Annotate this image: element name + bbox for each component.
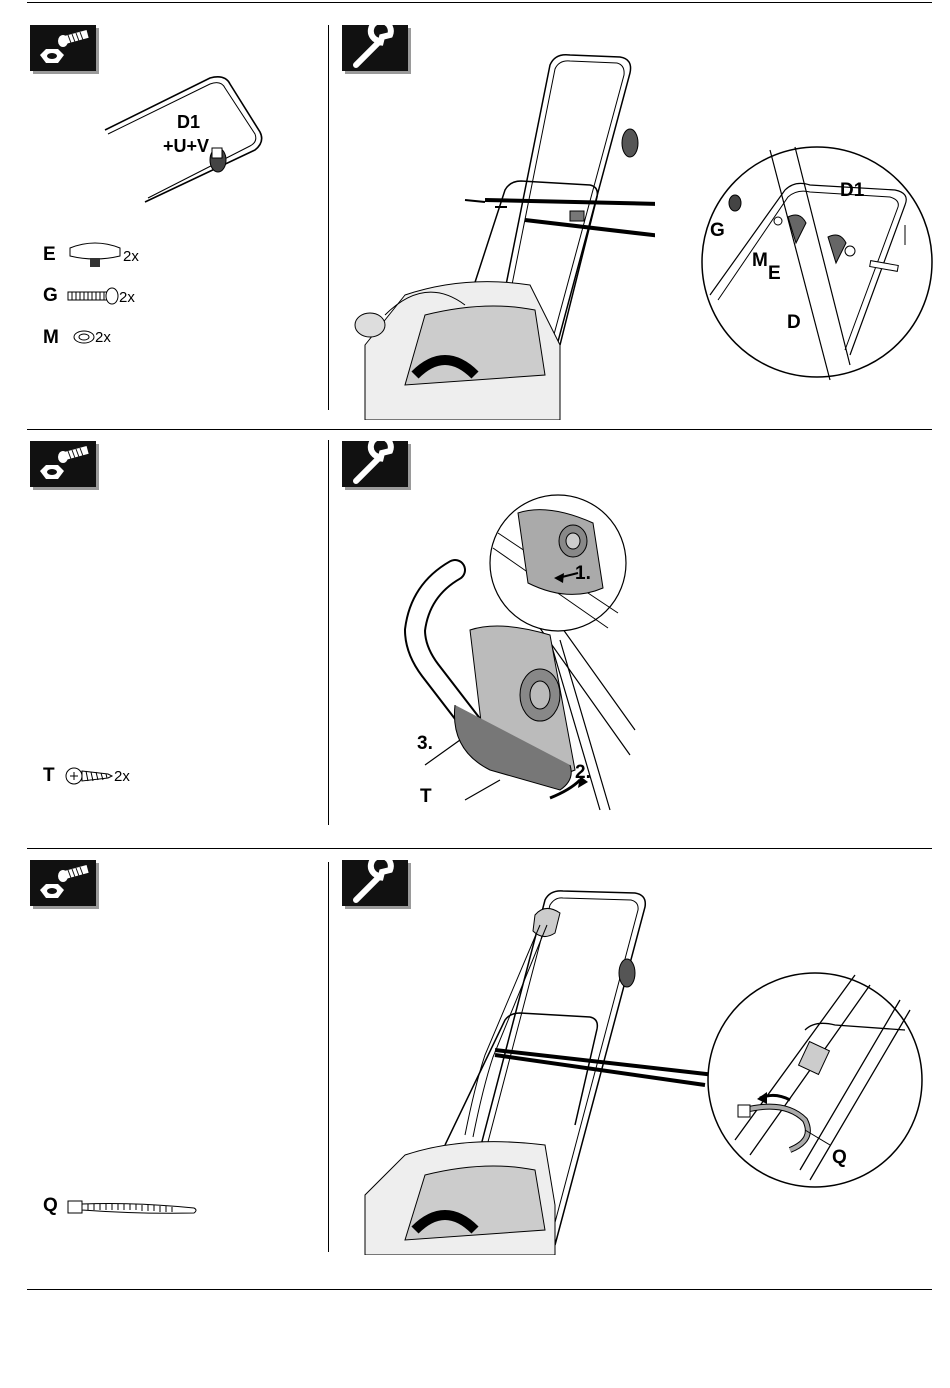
cable-tie-icon <box>66 1198 200 1218</box>
part-letter-q: Q <box>43 1195 58 1217</box>
column-divider-1 <box>328 25 329 410</box>
part-qty-e: 2x <box>123 248 139 265</box>
carriage-bolt-icon <box>66 287 120 305</box>
column-divider-3 <box>328 862 329 1252</box>
part-letter-m: M <box>43 327 59 349</box>
part-qty-g: 2x <box>119 289 135 306</box>
bottom-rule <box>27 1289 932 1290</box>
section-divider-2 <box>27 848 932 849</box>
column-divider-2 <box>328 440 329 825</box>
part-qty-m: 2x <box>95 329 111 346</box>
part-letter-t: T <box>43 765 55 787</box>
mower-handle-assembly-illustration <box>345 45 655 420</box>
step-1-label: 1. <box>575 563 591 585</box>
part-letter-g: G <box>43 285 58 307</box>
washer-icon <box>72 329 96 345</box>
mower-cable-tie-illustration <box>345 885 715 1255</box>
detail-magnifier-clip <box>488 493 628 633</box>
callout-m: M <box>752 250 768 272</box>
wing-knob-icon <box>68 240 122 270</box>
part-letter-e: E <box>43 244 56 266</box>
callout-d1: D1 <box>840 180 864 202</box>
nut-and-bolt-icon <box>30 441 96 487</box>
step-2-label: 2. <box>575 762 591 784</box>
callout-g: G <box>710 220 725 242</box>
wrench-icon <box>342 441 408 487</box>
callout-q: Q <box>832 1147 847 1169</box>
step-3-label: 3. <box>417 733 433 755</box>
detail-magnifier-cable-tie <box>705 970 925 1195</box>
detail-magnifier-bolt-assembly <box>700 145 935 385</box>
callout-e: E <box>768 263 781 285</box>
handle-label-uv: +U+V <box>163 136 209 157</box>
callout-d: D <box>787 312 801 334</box>
section-divider-1 <box>27 429 932 430</box>
top-rule <box>27 2 932 3</box>
part-qty-t: 2x <box>114 768 130 785</box>
nut-and-bolt-icon <box>30 860 96 906</box>
screw-icon <box>64 765 114 787</box>
handle-label-d1: D1 <box>177 112 200 133</box>
nut-and-bolt-icon <box>30 25 96 71</box>
callout-t: T <box>420 786 432 808</box>
